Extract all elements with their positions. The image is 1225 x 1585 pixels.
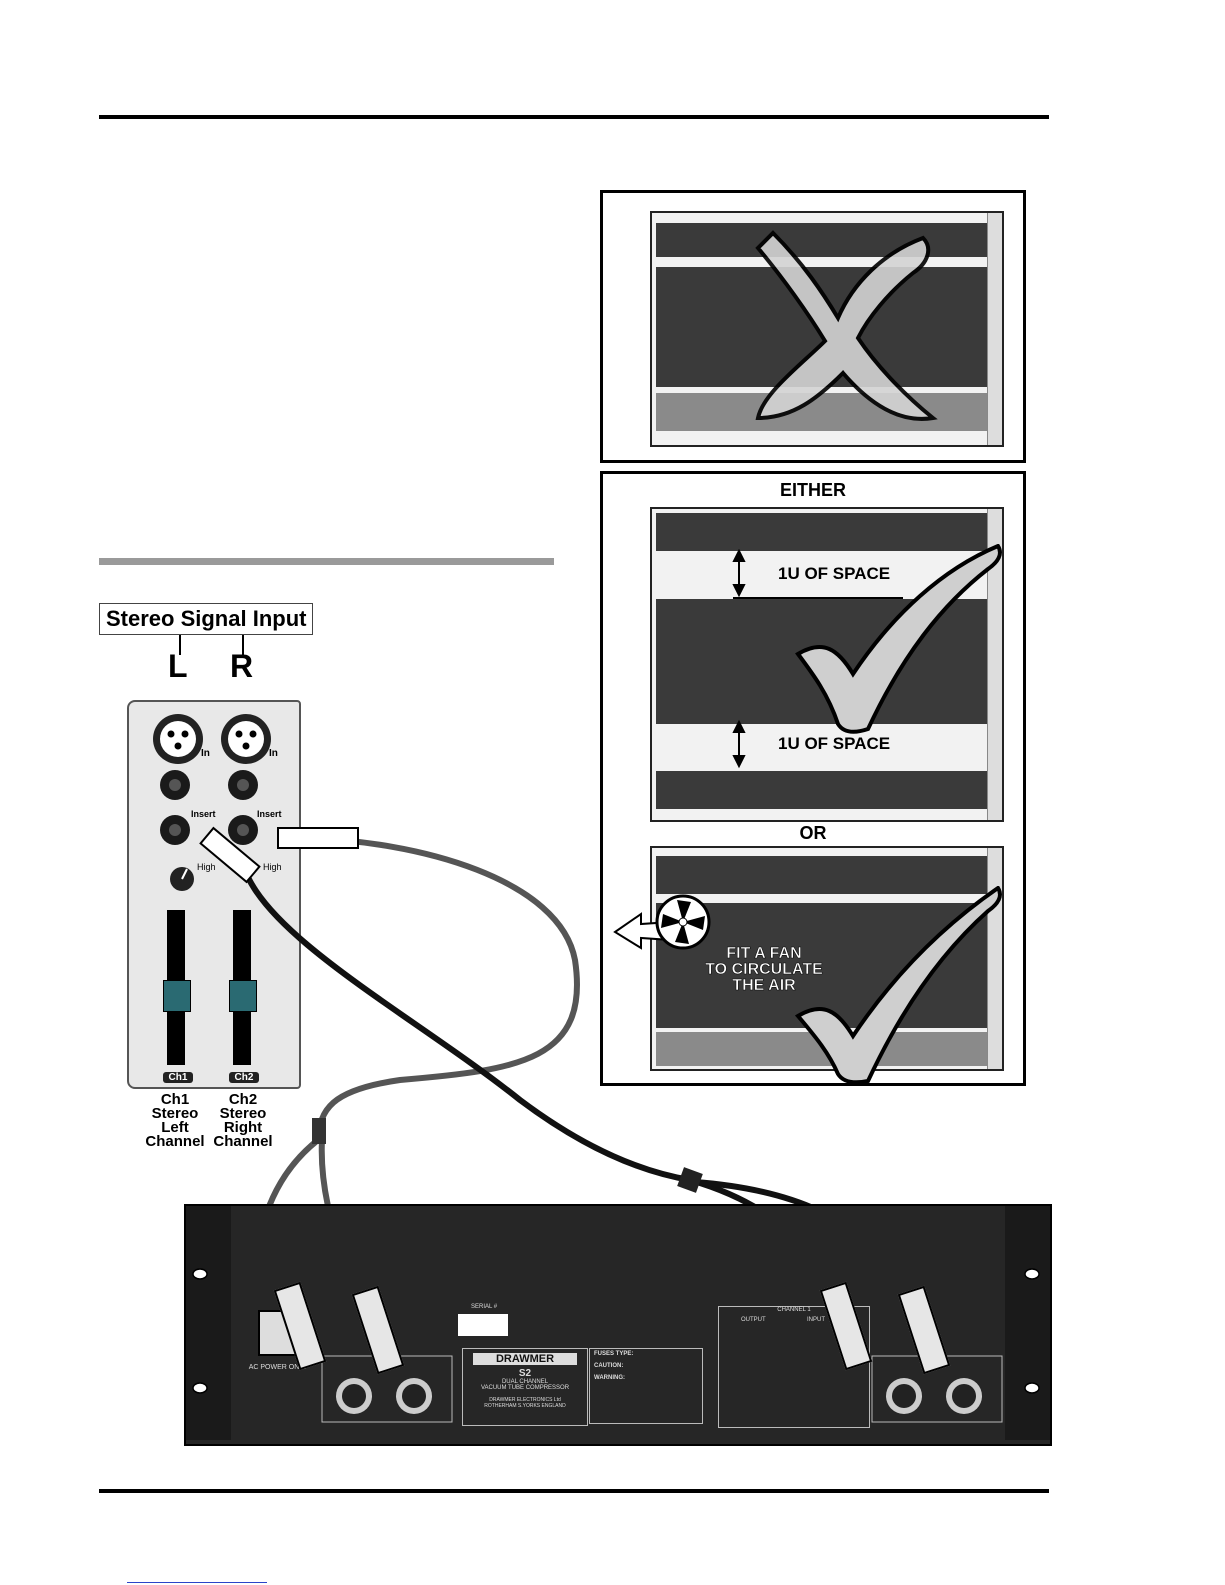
maker-line2: ROTHERHAM S.YORKS ENGLAND [484,1403,566,1409]
fader-knob-ch2[interactable] [229,980,257,1012]
jack-plug-ch1 [199,826,261,884]
rack-unit [656,856,988,894]
rack-unit [656,513,988,551]
space-label-top: 1U OF SPACE [778,564,891,583]
ch1-caption: Ch1 Stereo Left Channel [145,1091,205,1150]
right-label: R [230,648,254,684]
maker-line1: DRAWMER ELECTRONICS Ltd [489,1397,561,1403]
insert-label-ch1: Insert [191,809,216,819]
ch1-tab: Ch1 [163,1072,193,1083]
cross-icon [755,230,938,421]
checkmark-icon [794,886,1002,1085]
in-label-ch1: In [201,748,210,759]
rack-unit [656,771,988,809]
desc-line2: VACUUM TUBE COMPRESSOR [480,1385,570,1391]
ch2-caption: Ch2 Stereo Right Channel [213,1091,273,1150]
bottom-rule [99,1489,1049,1493]
brand-plate: DRAWMER S2 DUAL CHANNEL VACUUM TUBE COMP… [462,1348,588,1426]
ch2-tab: Ch2 [229,1072,259,1083]
insert-label-ch2: Insert [257,809,282,819]
footer-link-underline [127,1582,267,1583]
left-label: L [168,648,188,684]
drawmer-rear-panel: AC POWER ONLY SERIAL # DRAWMER S2 DUAL C… [184,1204,1052,1446]
warning-label: WARNING: [594,1375,625,1381]
xlr-input-ch2 [221,714,271,764]
top-rule [99,115,1049,119]
rack-unit [656,223,988,257]
serial-label: SERIAL # [471,1304,498,1310]
in-label-ch2: In [269,748,278,759]
warning-plate: FUSES TYPE: CAUTION: WARNING: [589,1348,703,1424]
rack-ear-right [1005,1206,1050,1440]
fan-label-line1: FIT A FAN [726,945,802,963]
fader-knob-ch1[interactable] [163,980,191,1012]
stereo-signal-input-label: Stereo Signal Input [99,603,314,635]
rack-ears [987,509,1002,820]
rack-unit [656,393,988,431]
section-divider [99,558,554,565]
spacing-arrows [732,549,903,769]
serial-plate [458,1314,508,1336]
checkmark-icon [795,544,1002,734]
caution-label: CAUTION: [594,1363,624,1369]
fan-icon [613,894,711,950]
high-label-ch2: High [263,862,282,872]
ventilation-options-panel: EITHER 1U OF SPACE 1U OF SPACE OR FIT A … [600,471,1026,1086]
rack-bad [650,211,1004,447]
fuses-label: FUSES TYPE: [594,1351,634,1357]
desc-line1: DUAL CHANNEL [501,1379,549,1385]
fan-label-line2: TO CIRCULATE [705,961,823,979]
eq-knob-icon[interactable] [167,864,197,894]
jack-plug-ch2 [277,827,359,849]
channel-1-box: CHANNEL 1 OUTPUT INPUT [718,1306,870,1428]
fan-label-line3: THE AIR [732,977,796,995]
model-name: S2 [518,1368,532,1379]
output-label: OUTPUT [741,1317,766,1323]
rack-ears [987,213,1002,445]
input-label: INPUT [807,1317,825,1323]
or-label: OR [799,823,827,843]
lr-connector-lines [179,635,244,655]
xlr-input-ch1 [153,714,203,764]
space-label-bottom: 1U OF SPACE [778,734,891,753]
mixer-strip: In In Insert Insert High High Ch1 Ch2 [127,700,301,1089]
rack-ear-left [186,1206,231,1440]
brand-name: DRAWMER [473,1353,577,1365]
xlr-sockets [192,1268,1040,1423]
either-label: EITHER [779,480,846,500]
no-space-panel [600,190,1026,463]
ac-power-label: AC POWER ONLY [248,1364,308,1371]
jack-sockets [160,770,258,845]
high-label-ch1: High [197,862,216,872]
channel-1-label: CHANNEL 1 [777,1307,811,1313]
